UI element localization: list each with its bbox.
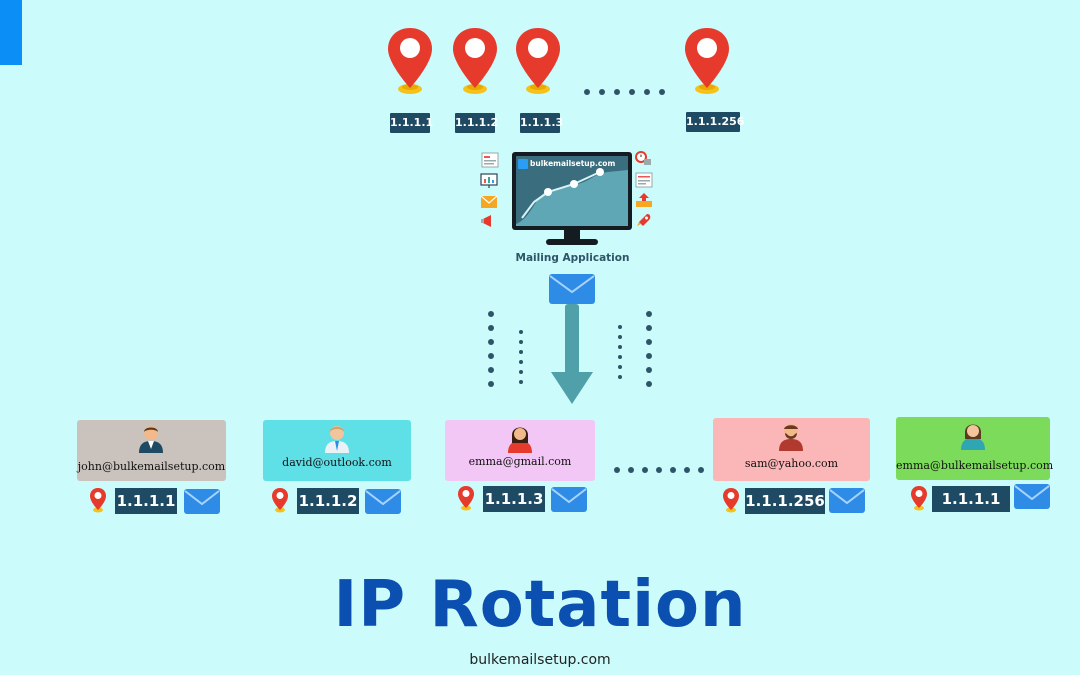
recipient-card: emma@bulkemailsetup.com — [896, 417, 1054, 480]
recipient-email: emma@bulkemailsetup.com — [896, 459, 1054, 472]
top-ip-label: 1.1.1.256 — [686, 112, 744, 132]
envelope-icon — [829, 488, 865, 513]
recipient-ip: 1.1.1.3 — [483, 486, 545, 512]
presentation-icon — [480, 173, 498, 188]
avatar-icon — [508, 427, 532, 453]
recipient-email: john@bulkemailsetup.com — [77, 460, 226, 473]
location-pin-icon — [388, 28, 432, 94]
envelope-icon — [551, 487, 587, 512]
recipient-ip: 1.1.1.1 — [932, 486, 1010, 512]
recipient-email: sam@yahoo.com — [744, 457, 839, 470]
rocket-icon — [637, 214, 651, 226]
recipient-ip: 1.1.1.2 — [297, 488, 359, 514]
recipient-ip: 1.1.1.256 — [745, 488, 825, 514]
clock-icon — [635, 151, 651, 165]
corner-accent — [0, 0, 22, 65]
page-title: IP Rotation — [333, 568, 747, 642]
top-ip-label: 1.1.1.3 — [520, 113, 563, 133]
ellipsis-dots — [584, 89, 665, 95]
location-pin-icon — [453, 28, 497, 94]
avatar-icon — [139, 426, 163, 453]
recipient-email: emma@gmail.com — [468, 455, 572, 468]
location-pin-icon — [272, 488, 288, 513]
envelope-icon — [184, 489, 220, 514]
dotted-line — [488, 311, 494, 387]
location-pin-icon — [685, 28, 729, 94]
brand-logo-icon — [518, 159, 528, 169]
ellipsis-dots — [614, 467, 704, 473]
monitor-icon — [512, 152, 632, 245]
avatar-icon — [325, 426, 349, 453]
recipient-card: david@outlook.com — [263, 420, 411, 481]
avatar-icon — [961, 424, 985, 450]
down-arrow-icon — [551, 304, 593, 404]
envelope-icon — [1014, 484, 1050, 509]
location-pin-icon — [516, 28, 560, 94]
location-pin-icon — [723, 488, 739, 513]
envelope-icon — [480, 195, 498, 208]
recipient-ip: 1.1.1.1 — [115, 488, 177, 514]
app-label: Mailing Application — [515, 252, 630, 264]
top-ip-label: 1.1.1.2 — [455, 113, 498, 133]
dotted-line — [519, 330, 523, 384]
dotted-line — [646, 311, 652, 387]
recipient-card: emma@gmail.com — [445, 420, 595, 481]
location-pin-icon — [90, 488, 106, 513]
footer-domain: bulkemailsetup.com — [469, 652, 611, 668]
document-icon — [481, 152, 499, 168]
avatar-icon — [779, 424, 803, 451]
app-brand-text: bulkemailsetup.com — [530, 159, 616, 168]
inbox-icon — [636, 193, 652, 207]
envelope-icon — [365, 489, 401, 514]
location-pin-icon — [911, 486, 927, 511]
list-icon — [635, 172, 653, 188]
location-pin-icon — [458, 486, 474, 511]
top-ip-label: 1.1.1.1 — [390, 113, 433, 133]
dotted-line — [618, 325, 622, 379]
recipient-email: david@outlook.com — [282, 456, 392, 469]
megaphone-icon — [481, 215, 491, 227]
app-brand: bulkemailsetup.com — [518, 158, 615, 170]
recipient-card: john@bulkemailsetup.com — [77, 420, 226, 481]
envelope-icon — [549, 274, 595, 304]
recipient-card: sam@yahoo.com — [713, 418, 870, 481]
